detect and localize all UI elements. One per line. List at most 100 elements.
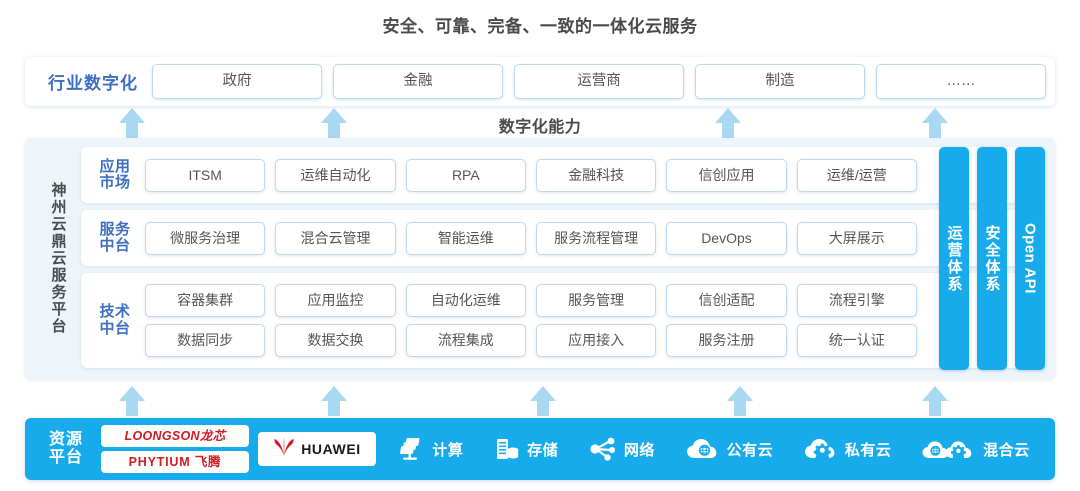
tier-label-service-middle-platform: 服务 中台 [89, 220, 141, 254]
private-cloud-icon [804, 437, 838, 461]
public-cloud-icon [686, 437, 720, 461]
tier-cell[interactable]: 应用监控 [275, 284, 396, 317]
tier-cell[interactable]: 微服务治理 [145, 221, 266, 255]
hybrid-cloud-icon [922, 437, 976, 461]
resource-item-label: 私有云 [844, 441, 892, 459]
arrow-up-icon-8 [727, 386, 753, 416]
arrow-up-icon-3 [715, 108, 741, 138]
tier-cell[interactable]: 信创适配 [666, 284, 787, 317]
tier-row: 微服务治理 混合云管理 智能运维 服务流程管理 DevOps 大屏展示 [145, 221, 917, 255]
network-icon [589, 436, 617, 462]
resource-platform-bar: 资源 平台 LOONGSON龙芯 PHYTIUM 飞腾 HUAWEI [25, 418, 1055, 480]
tier-cell[interactable]: 应用接入 [535, 324, 657, 357]
industry-item-4[interactable]: …… [876, 64, 1046, 99]
huawei-wordmark: HUAWEI [301, 441, 361, 457]
arrow-up-icon-9 [922, 386, 948, 416]
tier-cell[interactable]: DevOps [666, 221, 787, 255]
resource-label-line2: 平台 [48, 449, 83, 466]
tier-cell[interactable]: 金融科技 [535, 158, 657, 192]
tier-cell[interactable]: 运维/运营 [796, 158, 917, 192]
capability-label: 数字化能力 [498, 119, 582, 136]
arrow-up-icon-2 [321, 108, 347, 138]
tier-cell[interactable]: 运维自动化 [275, 158, 396, 192]
tier-label-technology-middle-platform: 技术 中台 [89, 304, 141, 337]
tier-technology-middle-platform: 技术 中台 容器集群 应用监控 自动化运维 服务管理 信创适配 流程引擎 数据同… [81, 273, 1045, 368]
tier-cell[interactable]: 智能运维 [405, 221, 526, 255]
arrow-up-icon-6 [321, 386, 347, 416]
platform-side-label: 神州云鼎云服务平台 [49, 182, 67, 335]
tier-grid-application-market: ITSM 运维自动化 RPA 金融科技 信创应用 运维/运营 [145, 158, 917, 192]
pillar-operation-system[interactable]: 运营体系 [939, 147, 969, 370]
tier-row: 数据同步 数据交换 流程集成 应用接入 服务注册 统一认证 [145, 324, 917, 357]
pillar-label: 运营体系 [945, 224, 963, 293]
huawei-flower-icon [273, 436, 295, 462]
tier-cell[interactable]: 流程引擎 [796, 284, 917, 317]
phytium-logo: PHYTIUM 飞腾 [101, 451, 249, 473]
tier-label-application-market: 应用 市场 [89, 157, 141, 191]
huawei-logo: HUAWEI [258, 432, 376, 466]
industry-item-2[interactable]: 运营商 [514, 64, 684, 99]
industry-items-container: 政府 金融 运营商 制造 …… [152, 64, 1046, 99]
tier-cell[interactable]: 自动化运维 [405, 284, 526, 317]
arrow-up-icon-7 [530, 386, 556, 416]
tier-label-line2: 市场 [99, 174, 131, 191]
tier-label-line2: 中台 [99, 319, 131, 337]
resource-item-private-cloud[interactable]: 私有云 [804, 437, 892, 461]
tier-cell[interactable]: 服务管理 [535, 284, 657, 317]
arrow-up-icon-5 [119, 386, 145, 416]
resource-item-label: 网络 [623, 441, 655, 459]
tier-cell[interactable]: 大屏展示 [796, 221, 917, 255]
resource-item-network[interactable]: 网络 [589, 436, 655, 462]
tier-service-middle-platform: 服务 中台 微服务治理 混合云管理 智能运维 服务流程管理 DevOps 大屏展… [81, 210, 1045, 266]
tier-row: ITSM 运维自动化 RPA 金融科技 信创应用 运维/运营 [145, 158, 917, 192]
platform-tier-stack: 应用 市场 ITSM 运维自动化 RPA 金融科技 信创应用 运维/运营 服务 … [81, 147, 1045, 370]
resource-item-label: 存储 [527, 441, 559, 459]
tier-application-market: 应用 市场 ITSM 运维自动化 RPA 金融科技 信创应用 运维/运营 [81, 147, 1045, 203]
industry-item-1[interactable]: 金融 [333, 64, 503, 99]
cloud-service-platform-panel: 神州云鼎云服务平台 应用 市场 ITSM 运维自动化 RPA 金融科技 信创应用… [25, 138, 1055, 379]
arrow-up-icon-4 [922, 108, 948, 138]
resource-label-line1: 资源 [48, 431, 83, 449]
tier-cell[interactable]: 统一认证 [796, 324, 917, 357]
tier-row: 容器集群 应用监控 自动化运维 服务管理 信创适配 流程引擎 [145, 284, 917, 317]
chip-vendor-logos: LOONGSON龙芯 PHYTIUM 飞腾 [101, 425, 249, 473]
resource-items-container: 计算 存储 [384, 436, 1045, 462]
tier-cell[interactable]: 服务注册 [666, 324, 787, 357]
loongson-logo: LOONGSON龙芯 [101, 425, 249, 447]
resource-item-compute[interactable]: 计算 [399, 436, 463, 462]
tier-cell[interactable]: 服务流程管理 [535, 221, 657, 255]
tier-cell[interactable]: 数据同步 [145, 324, 266, 357]
tier-cell[interactable]: RPA [405, 158, 526, 192]
tier-grid-service-middle-platform: 微服务治理 混合云管理 智能运维 服务流程管理 DevOps 大屏展示 [145, 221, 917, 255]
page-title: 安全、可靠、完备、一致的一体化云服务 [382, 17, 698, 36]
resource-item-public-cloud[interactable]: 公有云 [686, 437, 774, 461]
tier-grid-technology-middle-platform: 容器集群 应用监控 自动化运维 服务管理 信创适配 流程引擎 数据同步 数据交换… [145, 284, 917, 357]
vertical-pillars-container: 运营体系 安全体系 Open API [939, 147, 1045, 370]
resource-platform-label: 资源 平台 [35, 431, 97, 467]
tier-cell[interactable]: 容器集群 [145, 284, 266, 317]
industry-row-label: 行业数字化 [48, 74, 138, 93]
tier-cell[interactable]: ITSM [145, 158, 266, 192]
arrow-up-icon-1 [119, 108, 145, 138]
storage-icon [494, 436, 520, 462]
pillar-label: Open API [1021, 223, 1039, 294]
pillar-open-api[interactable]: Open API [1015, 147, 1045, 370]
industry-item-3[interactable]: 制造 [695, 64, 865, 99]
pillar-label: 安全体系 [983, 224, 1001, 293]
tier-cell[interactable]: 混合云管理 [275, 221, 396, 255]
industry-digitalization-row: 行业数字化 政府 金融 运营商 制造 …… [25, 57, 1055, 106]
resource-item-label: 混合云 [983, 441, 1030, 459]
compute-icon [399, 436, 425, 462]
industry-item-0[interactable]: 政府 [152, 64, 322, 99]
tier-cell[interactable]: 信创应用 [666, 158, 787, 192]
tier-label-line1: 应用 [99, 157, 131, 175]
resource-item-label: 计算 [432, 441, 464, 459]
tier-label-line2: 中台 [99, 237, 131, 254]
pillar-security-system[interactable]: 安全体系 [977, 147, 1007, 370]
tier-cell[interactable]: 数据交换 [275, 324, 396, 357]
tier-label-line1: 服务 [99, 220, 131, 238]
resource-item-label: 公有云 [726, 441, 774, 459]
resource-item-storage[interactable]: 存储 [494, 436, 558, 462]
tier-cell[interactable]: 流程集成 [405, 324, 526, 357]
resource-item-hybrid-cloud[interactable]: 混合云 [922, 437, 1030, 461]
